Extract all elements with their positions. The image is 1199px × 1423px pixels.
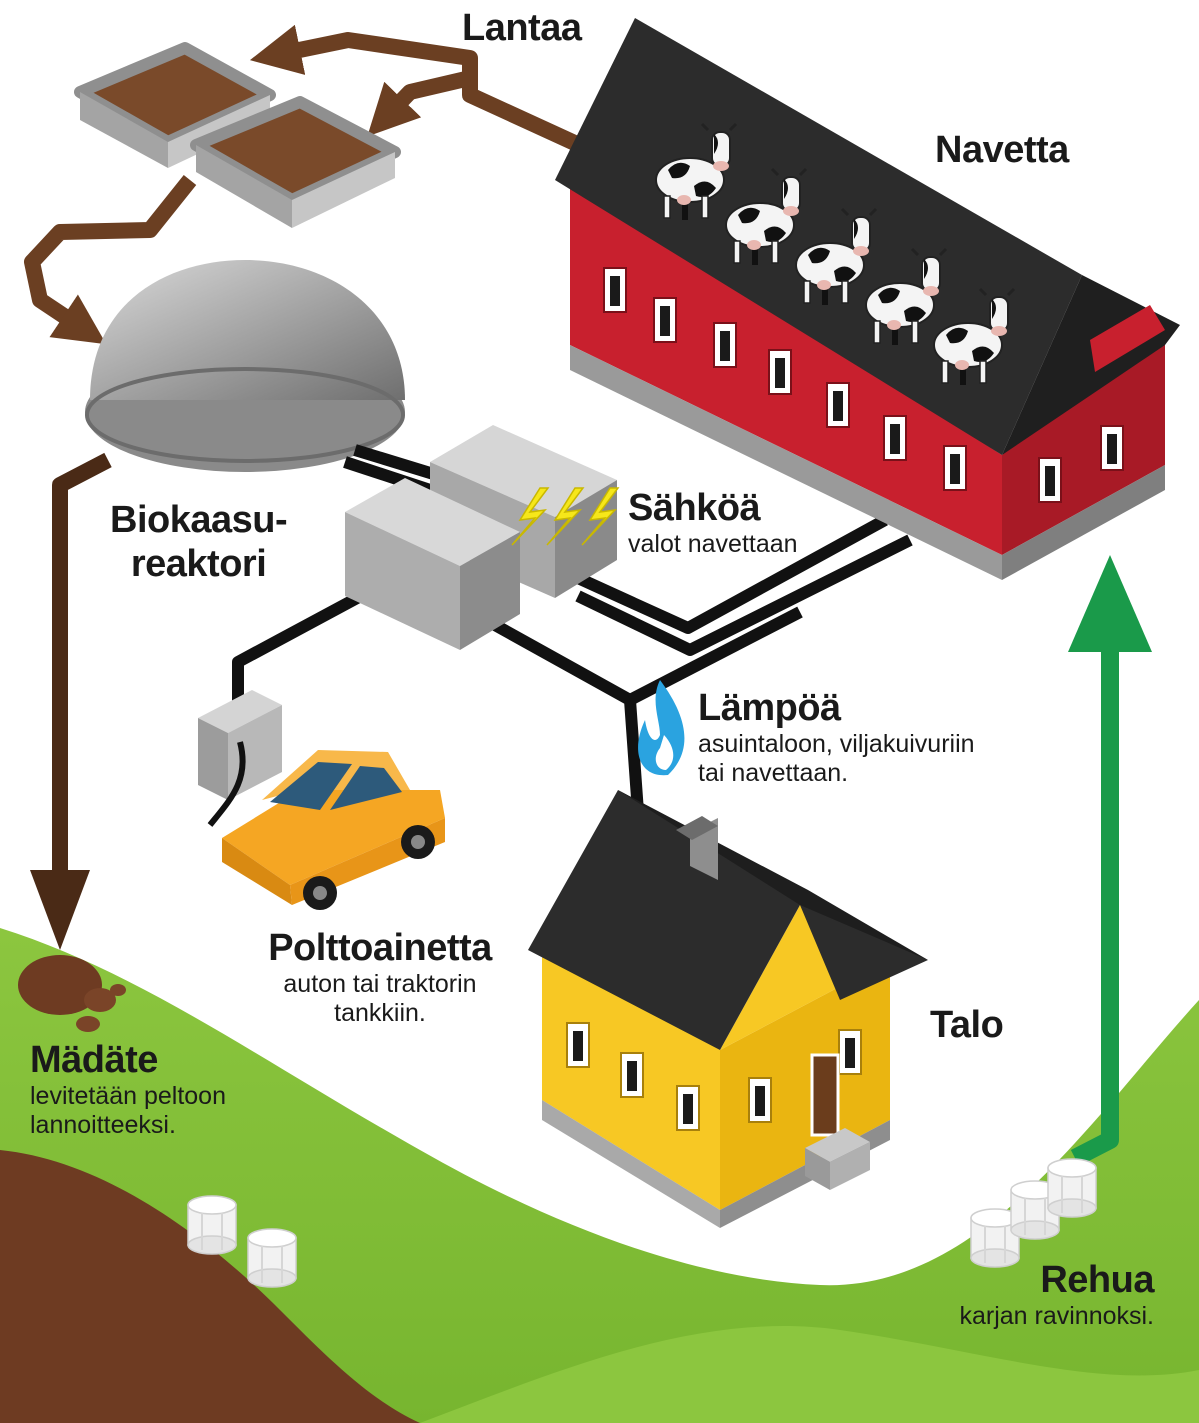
rehua-subtitle: karjan ravinnoksi. xyxy=(959,1302,1154,1330)
digestate-pile xyxy=(18,955,126,1032)
label-rehua: Rehua karjan ravinnoksi. xyxy=(932,1260,1154,1331)
label-madate: Mädäte levitetään peltoon lannoitteeksi. xyxy=(30,1040,226,1140)
digestate-flow xyxy=(30,452,112,950)
field xyxy=(0,928,1199,1423)
barn xyxy=(555,18,1180,580)
label-lantaa: Lantaa xyxy=(462,7,582,49)
polttoainetta-title: Polttoainetta xyxy=(268,927,492,969)
biogas-reactor xyxy=(85,260,405,472)
fuel-pump xyxy=(198,690,282,827)
flame-icon xyxy=(638,680,685,776)
sahkoa-title: Sähköä xyxy=(628,487,761,529)
lampoa-subtitle-line1: asuintaloon, viljakuivuriin xyxy=(698,730,975,758)
madate-subtitle-line2: lannoitteeksi. xyxy=(30,1111,176,1139)
soil-cross-section xyxy=(0,1150,420,1423)
label-lampoa: Lämpöä asuintaloon, viljakuivuriin tai n… xyxy=(698,688,975,788)
label-biokaasureaktori: Biokaasu- reaktori xyxy=(110,499,288,585)
house xyxy=(528,790,928,1228)
label-sahkoa: Sähköä valot navettaan xyxy=(628,488,798,559)
madate-title: Mädäte xyxy=(30,1039,158,1081)
label-talo: Talo xyxy=(930,1004,1004,1046)
biokaasu-line2: reaktori xyxy=(130,543,267,585)
manure-storage-pits xyxy=(74,42,401,228)
lampoa-title: Lämpöä xyxy=(698,687,841,729)
label-navetta: Navetta xyxy=(935,129,1069,171)
car-icon xyxy=(222,750,445,910)
lampoa-subtitle-line2: tai navettaan. xyxy=(698,759,849,787)
sahkoa-subtitle: valot navettaan xyxy=(628,530,798,558)
polttoainetta-subtitle-line1: auton tai traktorin xyxy=(283,970,477,998)
rehua-title: Rehua xyxy=(1040,1259,1154,1301)
madate-subtitle-line1: levitetään peltoon xyxy=(30,1082,226,1110)
label-polttoainetta: Polttoainetta auton tai traktorin tankki… xyxy=(255,928,505,1028)
lightning-icon xyxy=(511,487,620,546)
manure-flow xyxy=(24,24,594,345)
biokaasu-line1: Biokaasu- xyxy=(110,499,288,541)
feed-flow xyxy=(1068,555,1152,1167)
polttoainetta-subtitle-line2: tankkiin. xyxy=(334,999,426,1027)
